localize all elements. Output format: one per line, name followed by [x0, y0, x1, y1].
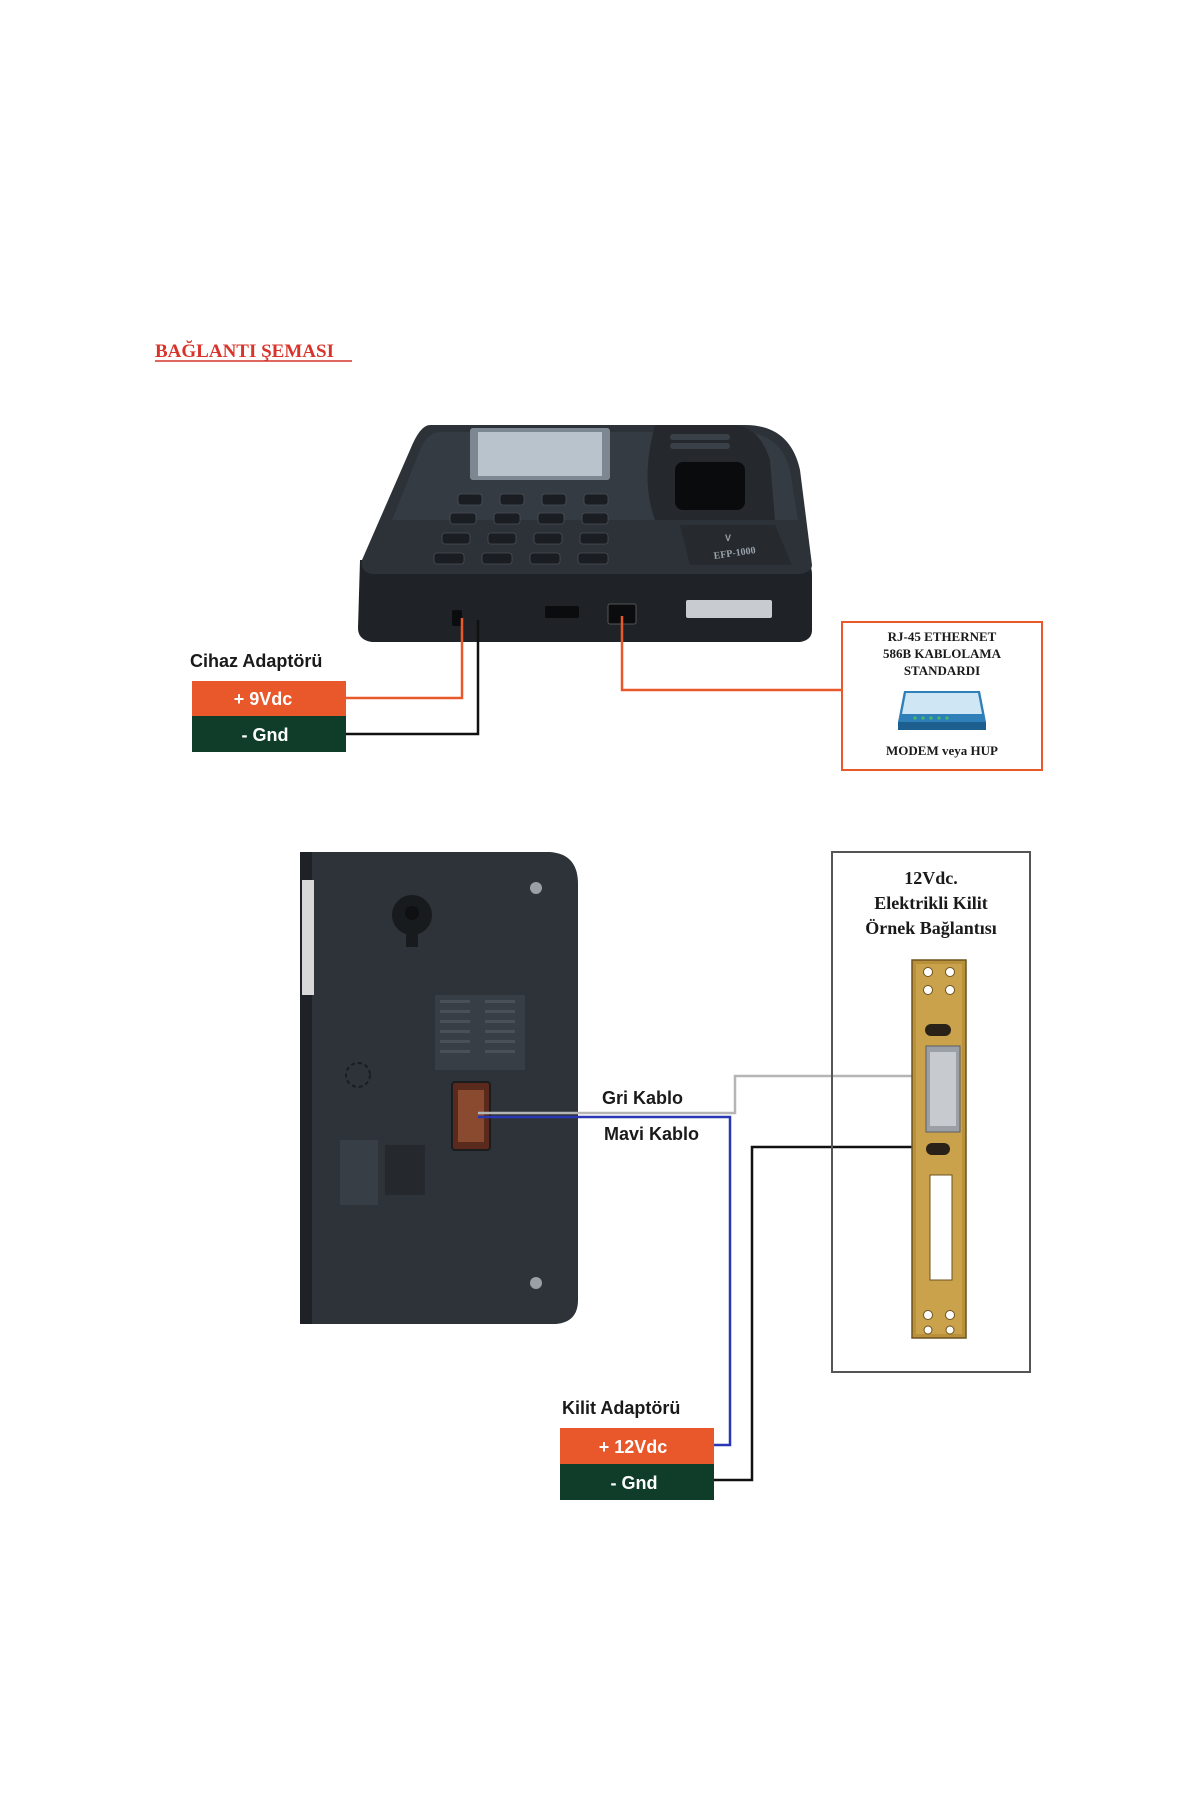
device-adapter-ground-terminal [192, 716, 346, 752]
keypad-key [581, 512, 609, 525]
lock-box-line2: Elektrikli Kilit [874, 893, 988, 913]
keypad-key [449, 512, 477, 525]
keypad-key [481, 552, 513, 565]
device-adapter-positive-terminal [192, 681, 346, 716]
power-port [452, 610, 462, 626]
grey-cable-wire [478, 1074, 915, 1115]
ethernet-box-caption: MODEM veya HUP [886, 743, 998, 758]
device-power-positive-wire [346, 618, 464, 700]
electric-strike-lock [911, 959, 967, 1339]
device-adapter-ground-label: - Gnd [242, 725, 289, 745]
lock-adapter-ground-label: - Gnd [611, 1473, 658, 1493]
blue-cable-label: Mavi Kablo [604, 1124, 699, 1144]
keypad-key [433, 552, 465, 565]
fingerprint-sensor [675, 462, 745, 510]
lock-adapter-positive-label: + 12Vdc [599, 1437, 668, 1457]
device-adapter-positive-label: + 9Vdc [234, 689, 293, 709]
device-sticker [686, 600, 772, 618]
keypad-key [487, 532, 517, 545]
keypad-key [537, 512, 565, 525]
device-adapter-label: Cihaz Adaptörü [190, 651, 322, 671]
grey-cable-label: Gri Kablo [602, 1088, 683, 1108]
ethernet-info-box [841, 621, 1043, 771]
modem-icon [898, 691, 986, 730]
keypad-key [577, 552, 609, 565]
device-back-panel [300, 852, 578, 1324]
lock-adapter-ground-terminal [560, 1464, 714, 1500]
keypad-key [499, 493, 525, 506]
ethernet-box-line2: 586B KABLOLAMA [883, 646, 1002, 661]
lock-ground-wire [714, 1145, 912, 1482]
keypad-key [441, 532, 471, 545]
screw-top [530, 882, 542, 894]
keypad-key [583, 493, 609, 506]
device-brand-mark: V [725, 533, 731, 543]
screw-bottom [530, 1277, 542, 1289]
keypad-key [529, 552, 561, 565]
lock-info-box [831, 851, 1031, 1373]
device-keypad [433, 493, 609, 565]
keypad-key [579, 532, 609, 545]
usb-port [545, 606, 579, 618]
page-title: BAĞLANTI ŞEMASI [155, 340, 334, 362]
device-power-ground-wire [346, 620, 480, 736]
speaker-grille [345, 1062, 371, 1088]
lock-box-line3: Örnek Bağlantısı [865, 918, 997, 938]
keypad-key [457, 493, 483, 506]
keypad-key [541, 493, 567, 506]
ethernet-box-line3: STANDARDI [904, 663, 980, 678]
blue-cable-wire [478, 1115, 732, 1447]
lock-box-line1: 12Vdc. [904, 868, 958, 888]
ethernet-wire [620, 616, 842, 692]
keypad-key [493, 512, 521, 525]
keypad-key [533, 532, 563, 545]
lock-adapter-positive-terminal [560, 1428, 714, 1464]
ethernet-box-line1: RJ-45 ETHERNET [888, 629, 997, 644]
lock-adapter-label: Kilit Adaptörü [562, 1398, 680, 1418]
time-attendance-device: V EFP-1000 [358, 425, 812, 642]
